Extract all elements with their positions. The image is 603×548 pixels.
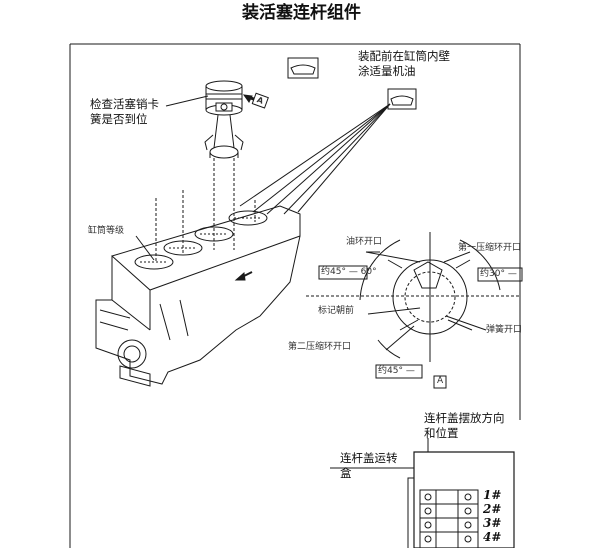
check-pin-label-2: 簧是否到位 — [90, 112, 148, 126]
cap-direction-label-2: 和位置 — [424, 426, 459, 440]
direction-arrow-icon — [236, 272, 252, 280]
cylinder-grade-label: 缸筒等级 — [88, 226, 125, 236]
oil-label-2: 涂适量机油 — [358, 64, 416, 78]
rod-cap-box-drawing — [330, 438, 514, 548]
angle-45-label: 约45° — — [378, 366, 415, 376]
second-ring-gap-label: 第二压缩环开口 — [288, 342, 352, 352]
oil-ring-gap-label: 油环开口 — [346, 237, 383, 247]
cap-direction-label-1: 连杆盖摆放方向 — [424, 411, 505, 425]
oil-can-icon-right — [388, 89, 416, 109]
slot-label-3: 3# — [483, 516, 502, 530]
slot-label-1: 1# — [483, 488, 502, 502]
leader-check-pin — [166, 96, 208, 106]
oil-label-1: 装配前在缸筒内壁 — [358, 49, 450, 63]
leader-oil-4 — [284, 104, 390, 214]
mark-forward-label: 标记朝前 — [318, 306, 355, 316]
angle-30-label: 约30° — — [480, 269, 517, 279]
leader-oil-5 — [298, 104, 390, 212]
leader-oil-2 — [253, 104, 390, 212]
page-frame — [70, 44, 520, 548]
piston-drawing — [205, 81, 243, 158]
leader-oil-3 — [267, 104, 390, 214]
leader-cyl-grade — [136, 236, 154, 260]
view-a-letter-bottom: A — [437, 376, 444, 386]
slot-label-2: 2# — [483, 502, 502, 516]
cap-box-label-2: 盒 — [340, 466, 352, 480]
cap-box-label-1: 连杆盖运转 — [340, 451, 398, 465]
oil-can-icon-top — [288, 58, 318, 78]
first-ring-gap-label: 第一压缩环开口 — [458, 243, 522, 253]
ring-gap-diagram — [306, 232, 522, 388]
slot-label-4: 4# — [483, 530, 502, 544]
engine-block-drawing — [96, 206, 300, 386]
check-pin-label-1: 检查活塞销卡 — [90, 97, 159, 111]
angle-45-60-label: 约45° — 60° — [321, 267, 377, 277]
spring-gap-label: 弹簧开口 — [486, 325, 523, 335]
view-a-arrow-icon — [244, 93, 268, 108]
leader-oil-1 — [240, 104, 390, 206]
page-title: 装活塞连杆组件 — [242, 3, 361, 23]
